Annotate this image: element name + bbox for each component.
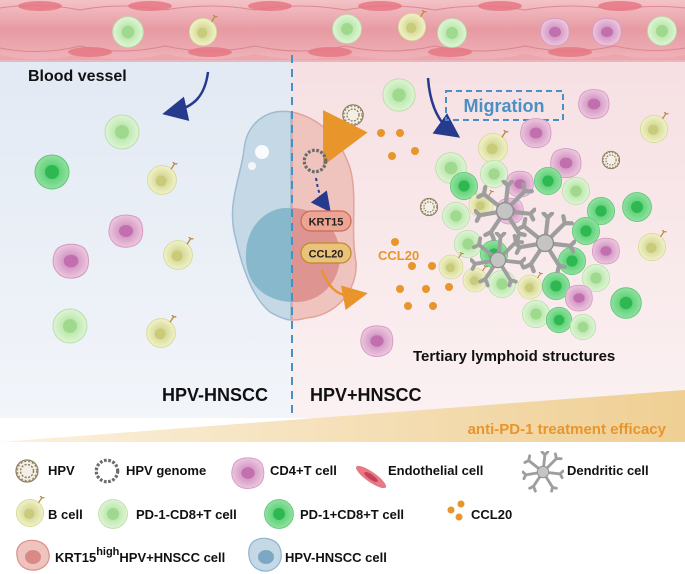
cd8-positive-cell [545, 306, 573, 334]
blood-vessel [0, 0, 685, 62]
krt15-high-cell-icon [16, 539, 50, 571]
cd4-t-cell [360, 325, 394, 357]
hpv-negative-tumor-cell [231, 110, 292, 321]
cd4-t-cell [564, 284, 593, 312]
cd8-positive-cell [572, 216, 600, 246]
cd8-negative-cell [441, 201, 471, 231]
cd8-negative-cell [562, 176, 590, 206]
hpv-genome-icon [94, 458, 120, 484]
migration-label: Migration [464, 96, 545, 116]
cd4-t-cell [539, 18, 570, 47]
legend-b-cell: B cell [48, 507, 83, 522]
efficacy-wedge: anti-PD-1 treatment efficacy [0, 390, 685, 442]
legend-hpv-genome: HPV genome [126, 463, 206, 478]
hpv-positive-label: HPV+HNSCC [310, 385, 422, 405]
hpv-virion [601, 150, 621, 170]
cd8-positive-cell [34, 154, 70, 190]
cd8-negative-cell [437, 18, 467, 48]
genome-arrow [310, 177, 331, 213]
pd1-negative-cd8-icon [98, 499, 128, 529]
legend-krt15: KRT15highHPV+HNSCC cell [55, 546, 225, 565]
cd8-negative-cell [647, 16, 677, 46]
right-migration-arrow [426, 77, 461, 138]
cd4-t-cell [108, 214, 144, 248]
ccl20-text: CCL20 [378, 248, 419, 263]
cd8-negative-cell [522, 299, 550, 329]
secretion-arrow [320, 269, 368, 311]
legend-dendritic: Dendritic cell [567, 463, 649, 478]
legend-krt15-rest: HPV+HNSCC cell [119, 550, 225, 565]
blood-vessel-label: Blood vessel [28, 68, 127, 85]
b-cell-icon [15, 496, 46, 528]
cd8-negative-cell [104, 114, 140, 150]
cd8-negative-cell [332, 14, 362, 44]
krt15-pill: KRT15 [300, 210, 352, 232]
hpv-virion [419, 197, 439, 217]
legend-cd4: CD4+T cell [270, 463, 337, 478]
krt15-label: KRT15 [309, 217, 344, 229]
ccl20-pill: CCL20 [300, 242, 352, 264]
ccl20-icon [447, 500, 465, 521]
ccl20-box-label: CCL20 [309, 249, 344, 261]
cd8-positive-cell [534, 166, 562, 196]
cd4-t-cell [578, 89, 610, 120]
legend-hpv-negative-cell: HPV-HNSCC cell [285, 550, 387, 565]
pd1-positive-cd8-icon [264, 499, 294, 529]
cd8-positive-cell [622, 192, 652, 222]
cd8-negative-cell [112, 16, 144, 48]
hpv-icon [15, 459, 39, 483]
hpv-negative-label: HPV-HNSCC [162, 385, 268, 405]
hpv-entry-arrow [323, 109, 368, 166]
legend-krt15-base: KRT15 [55, 550, 96, 565]
endothelial-cell-icon [355, 465, 387, 489]
endothelial-cells [18, 1, 642, 57]
legend-hpv: HPV [48, 463, 75, 478]
cd4-t-cell [52, 243, 89, 279]
legend-ccl20: CCL20 [471, 507, 512, 522]
cd8-negative-cell [382, 78, 416, 112]
dendritic-cell-icon [522, 451, 564, 493]
left-migration-arrow [162, 71, 210, 122]
ccl20-dots [377, 129, 453, 310]
cd4-t-cell [591, 18, 622, 47]
cd8-negative-cell [569, 313, 597, 341]
efficacy-label: anti-PD-1 treatment efficacy [468, 421, 667, 438]
cd4-t-cell [591, 237, 620, 265]
legend-pd1-positive: PD-1+CD8+T cell [300, 507, 404, 522]
tls-label: Tertiary lymphoid structures [413, 348, 615, 365]
legend-endothelial: Endothelial cell [388, 463, 483, 478]
cd8-negative-cell [52, 308, 88, 344]
hpv-negative-cell-icon [248, 537, 282, 572]
cd4-t-cell [520, 118, 552, 149]
legend: HPV HPV genome CD4+T cell Endothelial ce… [15, 451, 649, 572]
hpv-virion [341, 103, 365, 127]
cd4-t-cell-icon [231, 457, 265, 489]
legend-krt15-sup: high [96, 546, 119, 558]
legend-pd1-negative: PD-1-CD8+T cell [136, 507, 237, 522]
cd8-positive-cell [610, 287, 642, 319]
migration-box: Migration [445, 90, 564, 121]
